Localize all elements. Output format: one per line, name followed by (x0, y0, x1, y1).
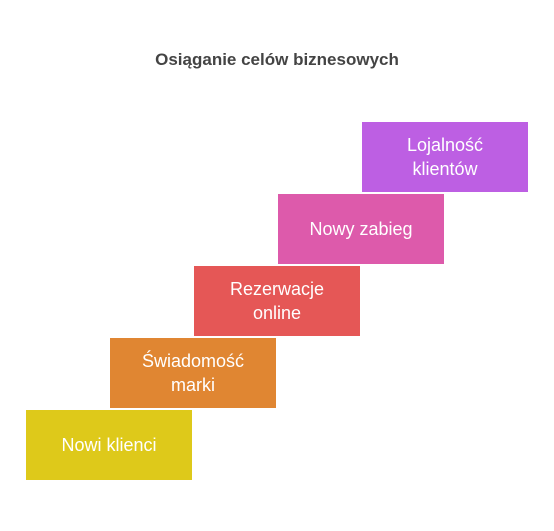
step-label: Rezerwacje online (229, 279, 325, 323)
diagram-title: Osiąganie celów biznesowych (155, 50, 399, 69)
step-label: Lojalność klientów (406, 135, 484, 179)
staircase-step-rezerwacje-online: Rezerwacje online (194, 266, 360, 336)
staircase-step-nowi-klienci: Nowi klienci (26, 410, 192, 480)
step-label: Nowy zabieg (309, 219, 413, 239)
staircase-step-lojalnosc-klientow: Lojalność klientów (362, 122, 528, 192)
staircase-step-nowy-zabieg: Nowy zabieg (278, 194, 444, 264)
staircase-step-swiadomosc-marki: Świadomość marki (110, 338, 276, 408)
step-label: Świadomość marki (141, 351, 245, 395)
step-label: Nowi klienci (61, 435, 157, 455)
